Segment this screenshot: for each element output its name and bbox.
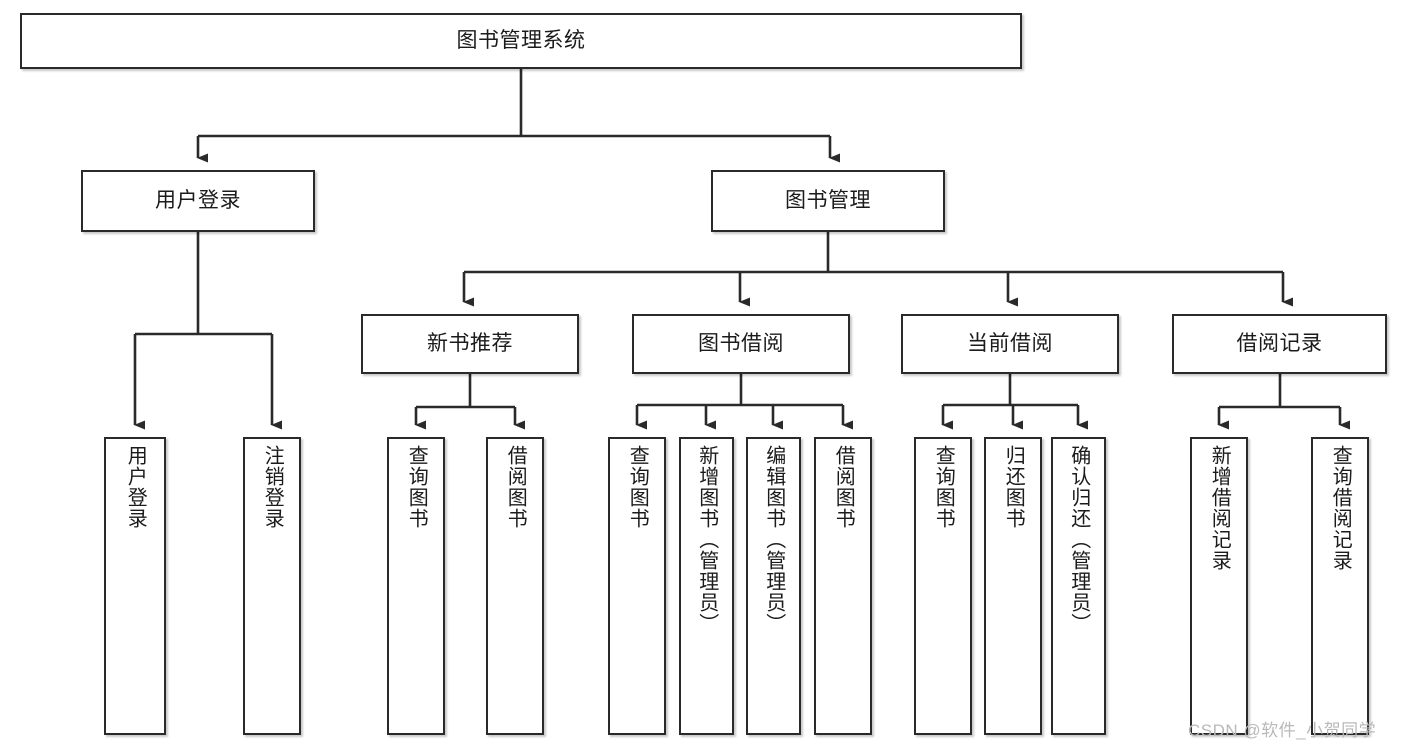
leaf-node[interactable]: 借阅图书 (814, 437, 872, 735)
leaf-node[interactable]: 注销登录 (243, 437, 301, 735)
node-label: 图书管理系统 (456, 28, 586, 52)
leaf-node[interactable]: 编辑图书（管理员） (746, 437, 801, 735)
node-label: 图书管理 (785, 188, 871, 212)
node-label: 查询图书 (405, 445, 428, 529)
leaf-node[interactable]: 新增借阅记录 (1190, 437, 1248, 735)
leaf-node[interactable]: 查询借阅记录 (1311, 437, 1369, 735)
node-label: 注销登录 (261, 445, 284, 529)
node-label: 借阅图书 (504, 445, 527, 529)
node-label: 新书推荐 (427, 331, 513, 355)
node-label: 新增借阅记录 (1208, 445, 1231, 571)
node-label: 当前借阅 (967, 331, 1053, 355)
node-label: 新增图书（管理员） (695, 445, 718, 634)
leaf-node[interactable]: 用户登录 (104, 437, 166, 735)
leaf-node[interactable]: 确认归还（管理员） (1051, 437, 1106, 735)
node-user-login[interactable]: 用户登录 (81, 170, 315, 232)
node-borrow-record[interactable]: 借阅记录 (1172, 314, 1387, 374)
node-new-book-recommend[interactable]: 新书推荐 (361, 314, 579, 374)
leaf-node[interactable]: 新增图书（管理员） (679, 437, 734, 735)
node-label: 图书借阅 (698, 331, 784, 355)
node-label: 编辑图书（管理员） (762, 445, 785, 634)
node-label: 查询图书 (626, 445, 649, 529)
node-label: 确认归还（管理员） (1067, 445, 1090, 634)
node-label: 查询借阅记录 (1329, 445, 1352, 571)
node-label: 归还图书 (1002, 445, 1025, 529)
node-label: 用户登录 (155, 188, 241, 212)
node-label: 借阅记录 (1236, 331, 1323, 355)
node-label: 查询图书 (932, 445, 955, 529)
node-book-borrow[interactable]: 图书借阅 (632, 314, 850, 374)
leaf-node[interactable]: 查询图书 (608, 437, 666, 735)
leaf-node[interactable]: 查询图书 (387, 437, 445, 735)
node-label: 借阅图书 (832, 445, 855, 529)
leaf-node[interactable]: 归还图书 (984, 437, 1042, 735)
node-book-management[interactable]: 图书管理 (711, 170, 945, 232)
leaf-node[interactable]: 查询图书 (914, 437, 972, 735)
node-root-system[interactable]: 图书管理系统 (20, 13, 1022, 69)
watermark-text: CSDN @软件_小贺同学 (1188, 721, 1377, 740)
node-current-borrow[interactable]: 当前借阅 (901, 314, 1119, 374)
leaf-node[interactable]: 借阅图书 (486, 437, 544, 735)
node-label: 用户登录 (124, 445, 147, 529)
